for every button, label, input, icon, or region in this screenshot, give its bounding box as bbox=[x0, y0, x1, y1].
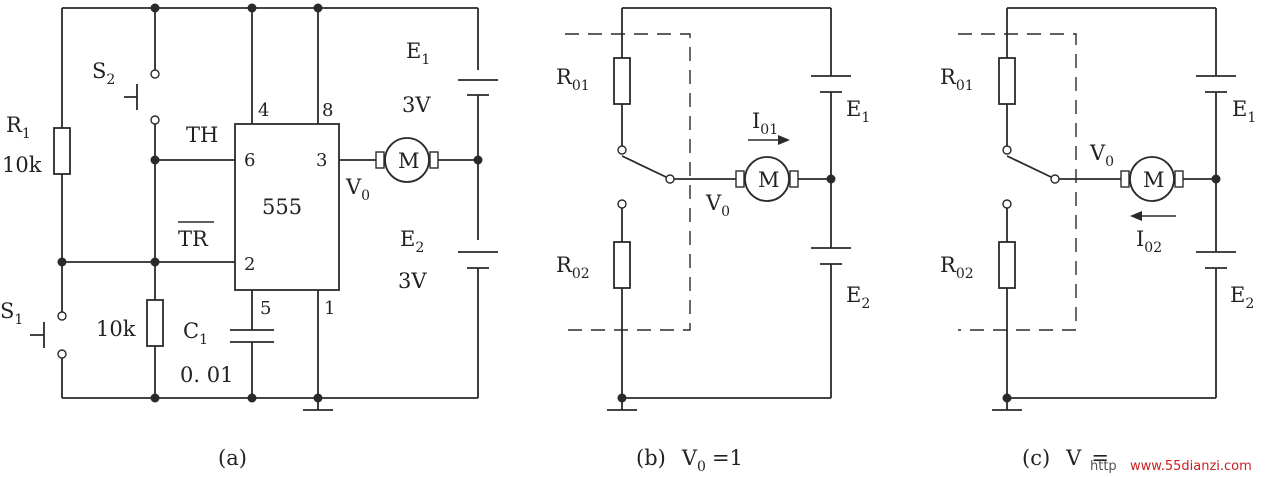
r01-c-label: R01 bbox=[940, 65, 974, 94]
e1-c-label: E1 bbox=[1232, 97, 1256, 126]
switch-b-lower-contact bbox=[617, 199, 627, 209]
pin-6-label: 6 bbox=[244, 150, 255, 171]
e1-a-value: 3V bbox=[402, 93, 431, 117]
s1-contact-top bbox=[57, 311, 67, 321]
junction-dot bbox=[150, 155, 160, 165]
junction-dot bbox=[150, 257, 160, 267]
s2-pushbutton bbox=[124, 84, 138, 110]
switch-c-upper-contact bbox=[1002, 145, 1012, 155]
r1-resistor bbox=[53, 127, 71, 175]
pin-2-label: 2 bbox=[244, 254, 255, 275]
junction-dot bbox=[247, 393, 257, 403]
caption-c: (c)V= bbox=[1022, 446, 1109, 470]
c1-capacitor bbox=[230, 329, 274, 343]
pin-1-label: 1 bbox=[324, 298, 335, 319]
s1-label: S1 bbox=[0, 299, 23, 328]
junction-dot bbox=[826, 174, 836, 184]
motor-c-left-terminal bbox=[1120, 170, 1130, 188]
junction-dot bbox=[313, 393, 323, 403]
junction-dot bbox=[1002, 393, 1012, 403]
switch-b-common bbox=[665, 174, 675, 184]
v0-c-label: V0 bbox=[1089, 141, 1114, 170]
junction-dot bbox=[247, 3, 257, 13]
r1-label: R1 bbox=[6, 113, 31, 142]
r02-b-resistor bbox=[613, 241, 631, 289]
junction-dot bbox=[617, 393, 627, 403]
ic-tr-label: TR bbox=[178, 227, 209, 251]
ic-555-body bbox=[234, 123, 340, 291]
r1-value: 10k bbox=[2, 153, 42, 177]
watermark-site: www.55dianzi.com bbox=[1130, 459, 1252, 474]
s1-contact-bottom bbox=[57, 349, 67, 359]
output-stage-box-b bbox=[565, 33, 691, 331]
c1-value: 0. 01 bbox=[180, 363, 233, 387]
junction-dot bbox=[473, 155, 483, 165]
s2-contact-bottom bbox=[150, 115, 160, 125]
motor-c bbox=[1129, 156, 1175, 202]
switch-c-common bbox=[1050, 174, 1060, 184]
switch-b-upper-contact bbox=[617, 145, 627, 155]
e1-a-label: E1 bbox=[406, 39, 430, 68]
motor-a-right-terminal bbox=[429, 151, 439, 169]
e1-b-label: E1 bbox=[846, 97, 870, 126]
pin-3-label: 3 bbox=[316, 150, 327, 171]
switch-b-blade bbox=[621, 155, 667, 178]
r2-resistor bbox=[146, 299, 164, 347]
r02-c-resistor bbox=[998, 241, 1016, 289]
s1-pushbutton bbox=[30, 322, 45, 348]
ic-th-label: TH bbox=[186, 123, 218, 147]
v0-b-label: V0 bbox=[705, 191, 730, 220]
output-stage-box-c bbox=[958, 33, 1077, 331]
motor-b-right-terminal bbox=[789, 170, 799, 188]
e2-a-value: 3V bbox=[398, 269, 427, 293]
motor-c-label: M bbox=[1143, 168, 1165, 192]
motor-c-right-terminal bbox=[1174, 170, 1184, 188]
r02-c-label: R02 bbox=[940, 253, 974, 282]
motor-a bbox=[384, 137, 430, 183]
pin-4-label: 4 bbox=[258, 100, 269, 121]
i01-arrow-head bbox=[778, 135, 790, 145]
junction-dot bbox=[57, 257, 67, 267]
r2-value: 10k bbox=[96, 317, 136, 341]
panel-c: R01 R02 I02 M V0 E1 E2 (c)V= http www.55… bbox=[940, 7, 1262, 474]
panel-a: R1 10k S2 S1 10k TH TR 4 8 6 3 2 5 1 555… bbox=[0, 3, 498, 470]
i01-label: I01 bbox=[752, 109, 778, 138]
caption-b: (b)V0=1 bbox=[636, 446, 743, 475]
e2-c-label: E2 bbox=[1230, 283, 1254, 312]
s2-contact-top bbox=[150, 69, 160, 79]
switch-c-lower-contact bbox=[1002, 199, 1012, 209]
pin-8-label: 8 bbox=[322, 100, 333, 121]
pin-5-label: 5 bbox=[260, 298, 271, 319]
v0-a-label: V0 bbox=[345, 175, 370, 204]
motor-a-label: M bbox=[398, 149, 420, 173]
junction-dot bbox=[313, 3, 323, 13]
junction-dot bbox=[150, 393, 160, 403]
motor-b-label: M bbox=[758, 168, 780, 192]
ic-555-label: 555 bbox=[262, 195, 302, 219]
switch-c-blade bbox=[1006, 155, 1052, 178]
watermark-prefix: http bbox=[1090, 459, 1117, 474]
r01-b-label: R01 bbox=[556, 65, 590, 94]
e2-b-label: E2 bbox=[846, 283, 870, 312]
r02-b-label: R02 bbox=[556, 253, 590, 282]
motor-a-left-terminal bbox=[375, 151, 385, 169]
motor-b bbox=[744, 156, 790, 202]
r01-c-resistor bbox=[998, 57, 1016, 105]
i02-label: I02 bbox=[1136, 227, 1162, 256]
panel-b: R01 R02 I01 M V0 E1 E2 (b)V0=1 bbox=[556, 7, 870, 475]
e2-a-label: E2 bbox=[400, 227, 424, 256]
caption-a: (a) bbox=[218, 446, 247, 470]
motor-b-left-terminal bbox=[735, 170, 745, 188]
r01-b-resistor bbox=[613, 57, 631, 105]
s2-label: S2 bbox=[92, 59, 115, 88]
c1-label: C1 bbox=[183, 319, 208, 348]
junction-dot bbox=[150, 3, 160, 13]
junction-dot bbox=[1211, 174, 1221, 184]
i02-arrow-head bbox=[1130, 211, 1142, 221]
watermark-background bbox=[1124, 454, 1262, 474]
